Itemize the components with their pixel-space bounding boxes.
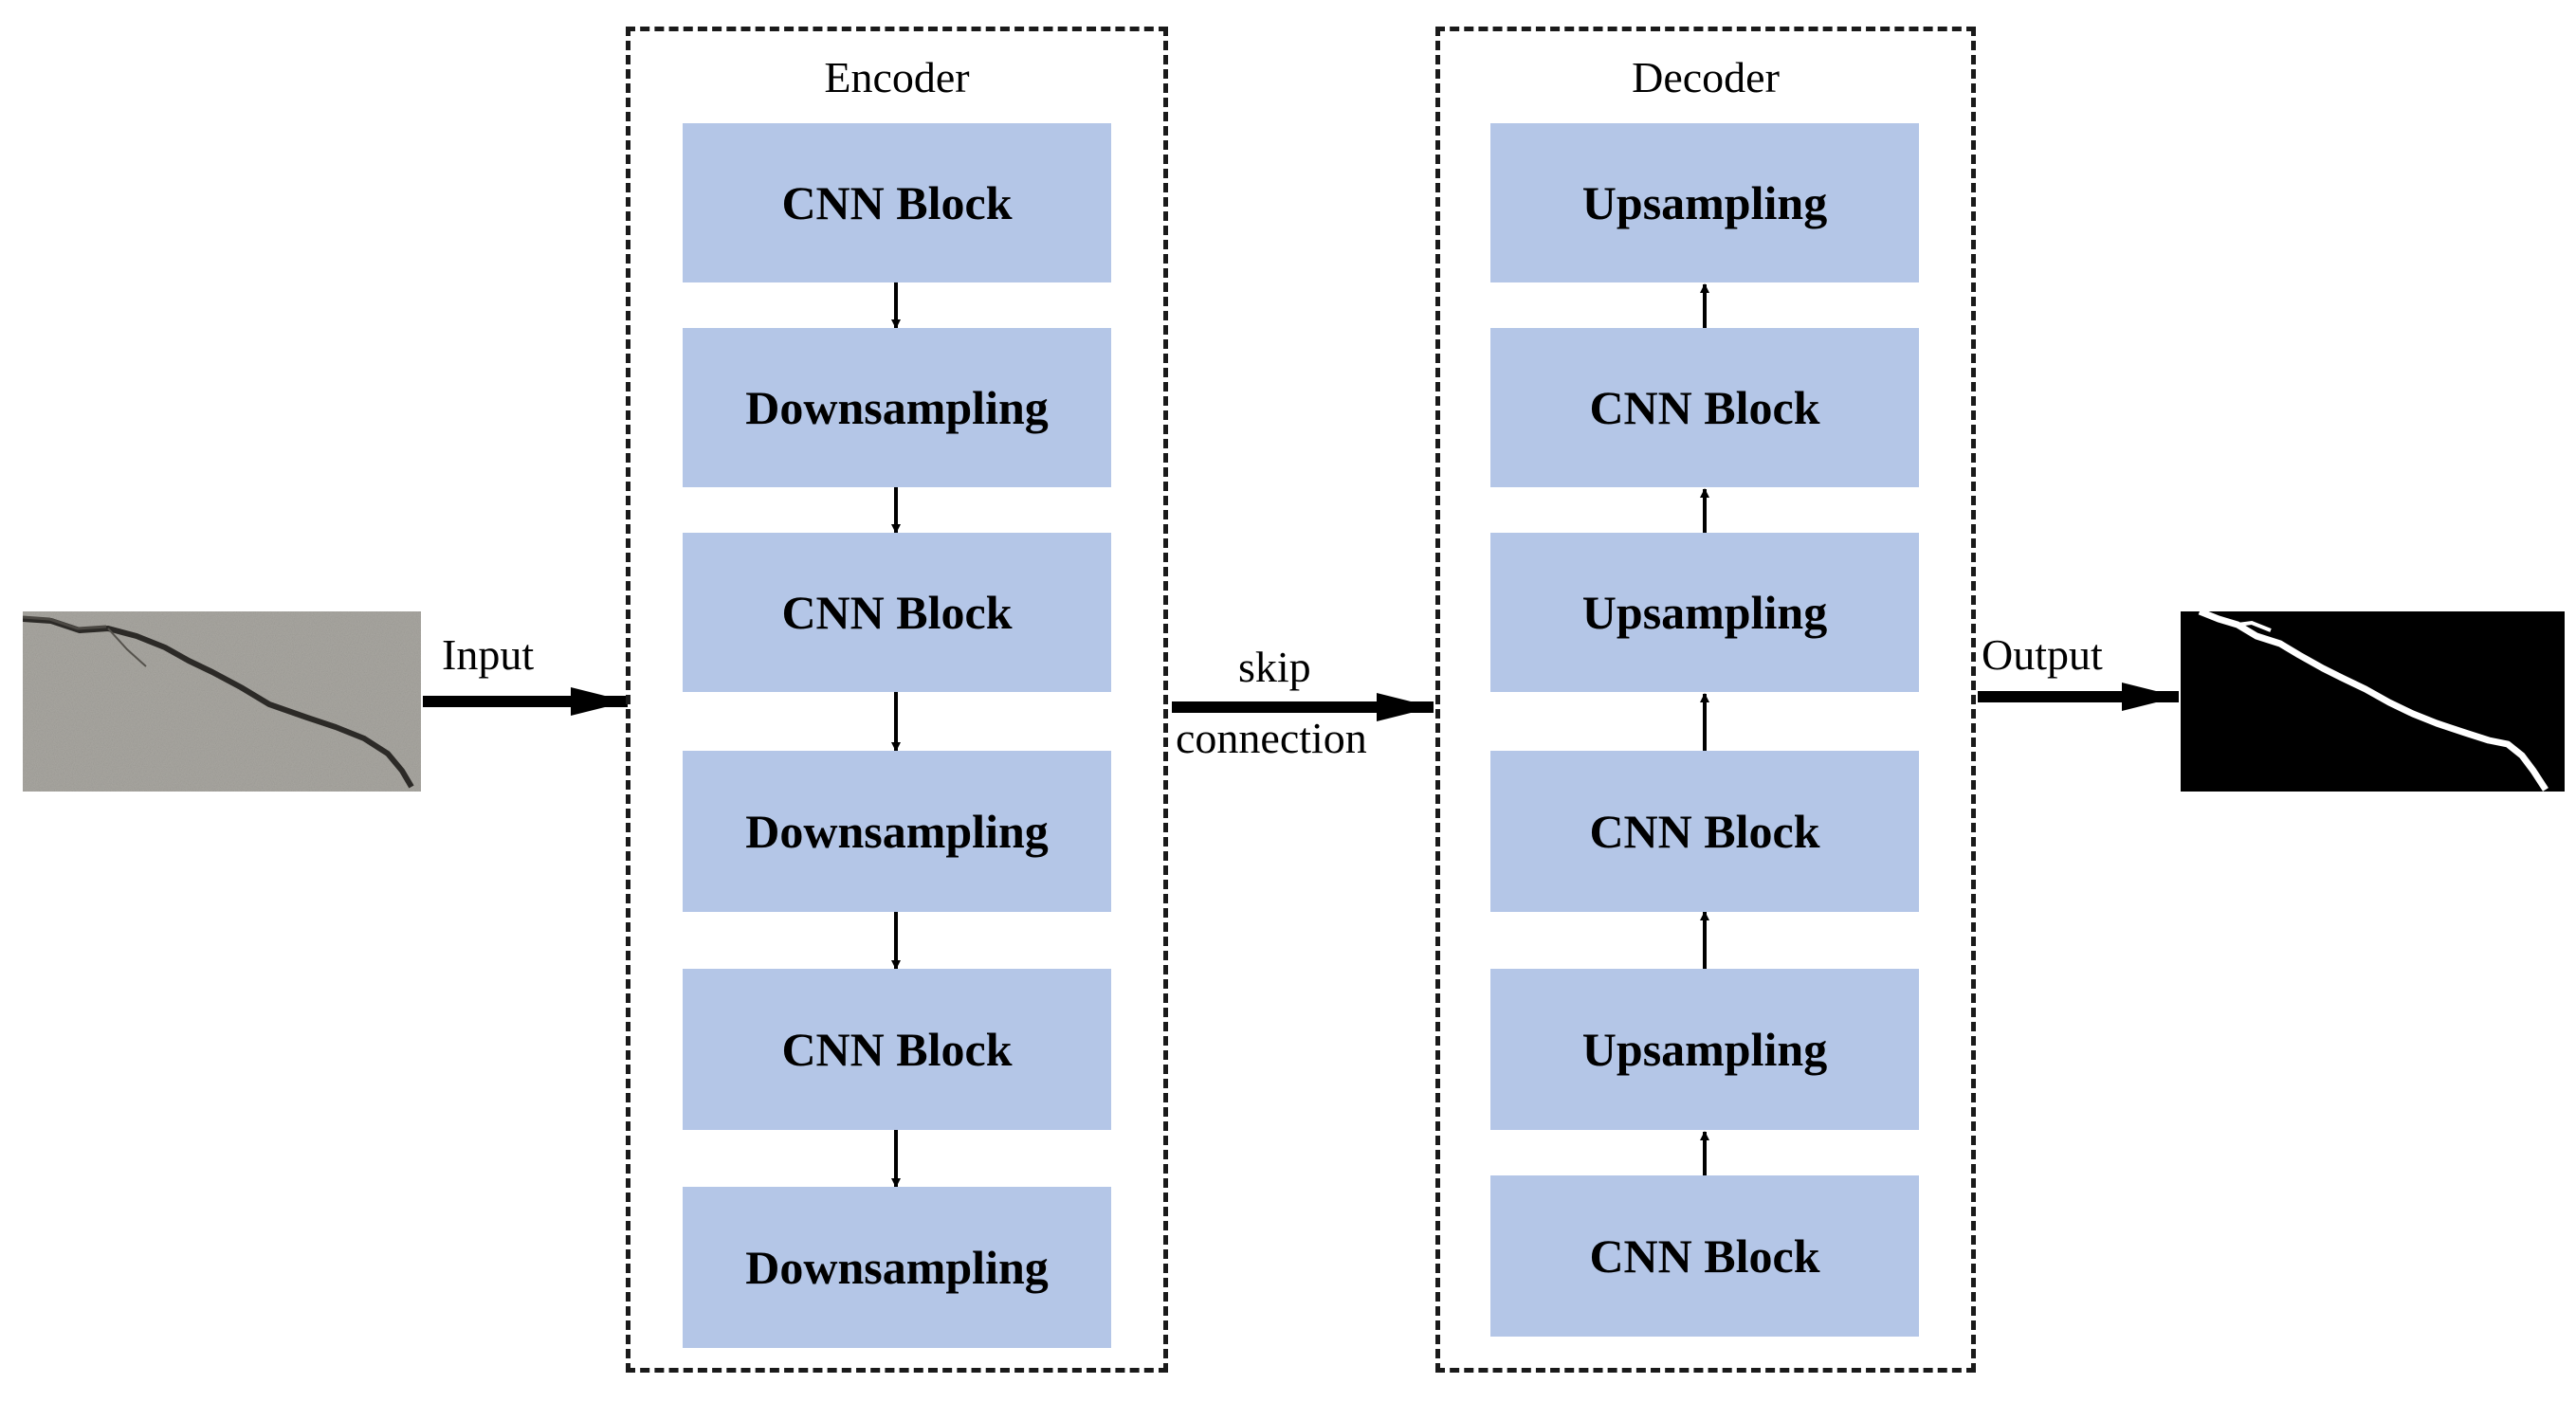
skip-connection-label-line1: skip <box>1238 643 1311 691</box>
decoder-block-6: CNN Block <box>1490 1175 1919 1337</box>
output-label: Output <box>1982 630 2103 679</box>
decoder-block-4: CNN Block <box>1490 751 1919 912</box>
encoder-block-3: CNN Block <box>683 533 1111 692</box>
encoder-block-1: CNN Block <box>683 123 1111 282</box>
decoder-block-1: Upsampling <box>1490 123 1919 282</box>
encoder-block-2: Downsampling <box>683 328 1111 487</box>
decoder-title: Decoder <box>1632 53 1780 101</box>
encoder-block-4: Downsampling <box>683 751 1111 912</box>
decoder-block-3: Upsampling <box>1490 533 1919 692</box>
skip-connection-label-line2: connection <box>1176 714 1367 762</box>
encoder-title: Encoder <box>824 53 970 101</box>
output-mask-image <box>2181 611 2565 792</box>
input-label: Input <box>442 630 535 679</box>
encoder-panel: Encoder <box>626 27 1168 1373</box>
encoder-block-5: CNN Block <box>683 969 1111 1130</box>
decoder-block-5: Upsampling <box>1490 969 1919 1130</box>
decoder-panel: Decoder <box>1435 27 1976 1373</box>
input-crack-image <box>23 611 421 792</box>
decoder-block-2: CNN Block <box>1490 328 1919 487</box>
encoder-block-6: Downsampling <box>683 1187 1111 1348</box>
